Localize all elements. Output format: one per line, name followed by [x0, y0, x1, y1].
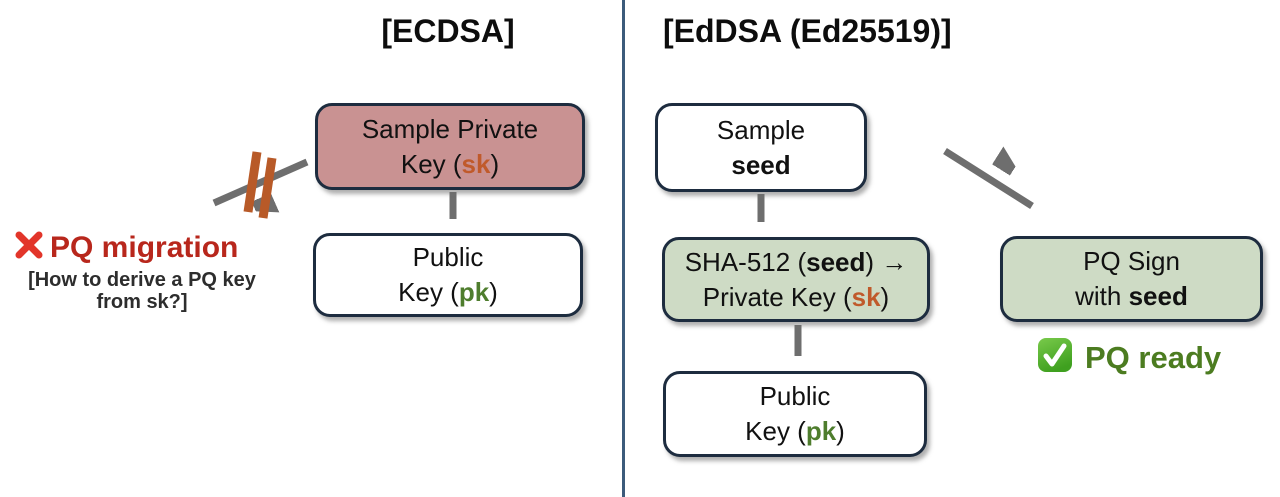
sample-seed-box: Sample seed	[655, 103, 867, 192]
pk-token: pk	[805, 416, 837, 446]
box-line: Key (pk)	[745, 416, 845, 446]
box-line: SHA-512 (seed) →	[684, 246, 908, 277]
box-line: Key (pk)	[398, 277, 498, 307]
box-line: with seed	[1075, 281, 1188, 311]
box-line: Sample	[716, 114, 806, 145]
box-line: PQ Sign	[1083, 246, 1180, 276]
box-line: Sample Private	[361, 113, 539, 144]
box-line: Public	[412, 242, 484, 272]
pq-ready-annotation: PQ ready	[1037, 337, 1221, 378]
sk-token: sk	[851, 281, 881, 312]
ecdsa-panel-title: [ECDSA]	[381, 13, 515, 49]
seed-token: seed	[1128, 281, 1188, 311]
panel-divider	[622, 0, 625, 497]
ecdsa-public-key-box: Public Key (pk)	[313, 233, 583, 317]
sample-private-key-box: Sample Private Key (sk)	[315, 103, 585, 190]
eddsa-public-key-box: Public Key (pk)	[663, 371, 927, 457]
box-line: Key (sk)	[400, 148, 500, 179]
seed-token: seed	[731, 149, 791, 180]
green-check-icon	[1037, 337, 1073, 378]
arrow-sk-to-pq-migration-blocked	[212, 158, 309, 203]
eddsa-panel-title: [EdDSA (Ed25519)]	[663, 13, 952, 49]
right-arrow-glyph: →	[874, 246, 908, 277]
pq-migration-title: PQ migration	[50, 230, 239, 264]
pq-migration-subtitle: [How to derive a PQ key from sk?]	[28, 269, 256, 313]
sha512-derive-box: SHA-512 (seed) → Private Key (sk)	[662, 237, 930, 322]
arrow-seed-to-pqsign	[943, 151, 1034, 209]
red-x-icon	[14, 230, 44, 265]
blocked-slash-bars	[243, 151, 277, 219]
pq-ready-label: PQ ready	[1085, 339, 1222, 375]
pq-sign-box: PQ Sign with seed	[1000, 236, 1263, 322]
box-line: Private Key (sk)	[702, 281, 890, 312]
seed-token: seed	[806, 246, 866, 277]
pq-migration-annotation: PQ migration [How to derive a PQ key fro…	[14, 230, 270, 313]
box-line: seed	[731, 148, 790, 183]
box-line: Public	[759, 381, 831, 411]
pk-token: pk	[458, 277, 490, 307]
sk-token: sk	[461, 148, 491, 179]
